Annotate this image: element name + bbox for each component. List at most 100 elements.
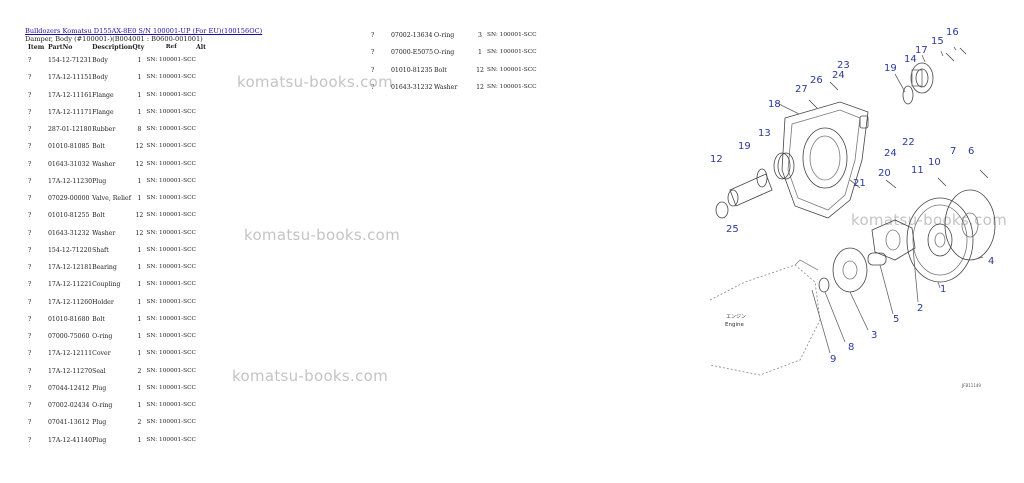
row-partno: 01010-81235 (391, 66, 433, 74)
row-alt (196, 380, 208, 397)
callout-number: 13 (758, 128, 771, 139)
row-ref: SN: 100001-SCC (487, 32, 537, 39)
row-description: O-ring (434, 32, 455, 40)
col-header-ref: Ref (165, 44, 177, 50)
row-description: Bolt (92, 315, 105, 323)
row-description: Seal (92, 367, 106, 375)
row-description: Plug (92, 177, 107, 185)
row-partno: 01010-81255 (48, 212, 90, 220)
row-ref: SN: 100001-SCC (146, 436, 196, 443)
row-qty: 12 (135, 212, 144, 220)
row-partno: 07000-75060 (48, 333, 90, 341)
row-description: Rubber (92, 126, 116, 134)
row-description: Plug (92, 436, 107, 444)
callout-number: 20 (878, 168, 891, 179)
row-qty: 1 (137, 436, 142, 444)
row-qty: 12 (135, 160, 144, 168)
row-qty: 12 (476, 83, 484, 91)
figure-code: JFB11149 (961, 383, 981, 388)
row-item: ? (28, 333, 32, 341)
row-qty: 12 (135, 229, 144, 237)
row-item: ? (28, 160, 32, 168)
callout-number: 8 (848, 342, 854, 353)
watermark: komatsu-books.com (851, 211, 1008, 229)
row-alt (196, 414, 208, 431)
row-qty: 1 (137, 384, 142, 392)
row-item: ? (28, 264, 32, 272)
row-partno: 17A-12-41140 (48, 436, 93, 444)
row-qty: 1 (137, 281, 142, 289)
row-qty: 1 (137, 402, 142, 410)
row-item: ? (28, 74, 32, 82)
row-description: O-ring (434, 49, 455, 57)
parts-table-left: Item PartNo Description Qty Ref Alt ?154… (25, 43, 208, 449)
row-alt (196, 104, 208, 121)
row-description: Bolt (92, 212, 105, 220)
callout-number: 25 (726, 224, 739, 235)
row-qty: 1 (137, 108, 142, 116)
engine-label: Engine (725, 322, 744, 328)
row-alt (196, 294, 208, 311)
row-qty: 1 (137, 333, 142, 341)
callout-number: 19 (738, 141, 751, 152)
row-qty: 1 (137, 350, 142, 358)
row-ref: SN: 100001-SCC (146, 91, 196, 98)
row-item: ? (28, 402, 32, 410)
col-header-item: Item (28, 44, 45, 51)
callout-number: 15 (931, 36, 944, 47)
row-qty: 1 (137, 91, 142, 99)
row-description: Bolt (92, 143, 105, 151)
row-ref: SN: 100001-SCC (146, 126, 196, 133)
row-qty: 3 (478, 32, 482, 40)
row-ref: SN: 100001-SCC (146, 246, 196, 253)
row-qty: 1 (137, 195, 142, 203)
callout-number: 22 (902, 137, 915, 148)
row-alt (196, 276, 208, 293)
row-alt (537, 62, 549, 79)
watermark: komatsu-books.com (237, 73, 394, 91)
row-alt (196, 363, 208, 380)
table-header-row: Item PartNo Description Qty Ref Alt (25, 43, 208, 52)
row-partno: 17A-12-11270 (48, 367, 93, 375)
row-description: O-ring (92, 333, 113, 341)
row-ref: SN: 100001-SCC (487, 83, 537, 90)
row-item: ? (28, 143, 32, 151)
row-item: ? (28, 195, 32, 203)
row-qty: 1 (137, 315, 142, 323)
callout-number: 24 (832, 70, 845, 81)
row-qty: 2 (137, 367, 142, 375)
row-qty: 2 (137, 419, 142, 427)
col-header-description: Description (92, 44, 133, 51)
row-item: ? (28, 108, 32, 116)
row-alt (196, 69, 208, 86)
callout-number: 5 (893, 314, 899, 325)
row-partno: 07000-E5075 (391, 49, 434, 57)
breadcrumb-link[interactable]: Bulldozers Komatsu D155AX-8E0 S/N 100001… (25, 27, 263, 35)
engine-label-jp: エンジン (726, 314, 746, 320)
row-ref: SN: 100001-SCC (146, 281, 196, 288)
callout-number: 2 (917, 303, 923, 314)
row-ref: SN: 100001-SCC (146, 143, 196, 150)
row-ref: SN: 100001-SCC (146, 264, 196, 271)
row-description: Flange (92, 91, 114, 99)
row-description: Coupling (92, 281, 121, 289)
watermark: komatsu-books.com (232, 367, 389, 385)
row-qty: 1 (137, 298, 142, 306)
row-description: Body (92, 74, 108, 82)
row-ref: SN: 100001-SCC (146, 367, 196, 374)
callout-number: 19 (884, 63, 897, 74)
callout-number: 27 (795, 84, 808, 95)
row-ref: SN: 100001-SCC (487, 49, 537, 56)
